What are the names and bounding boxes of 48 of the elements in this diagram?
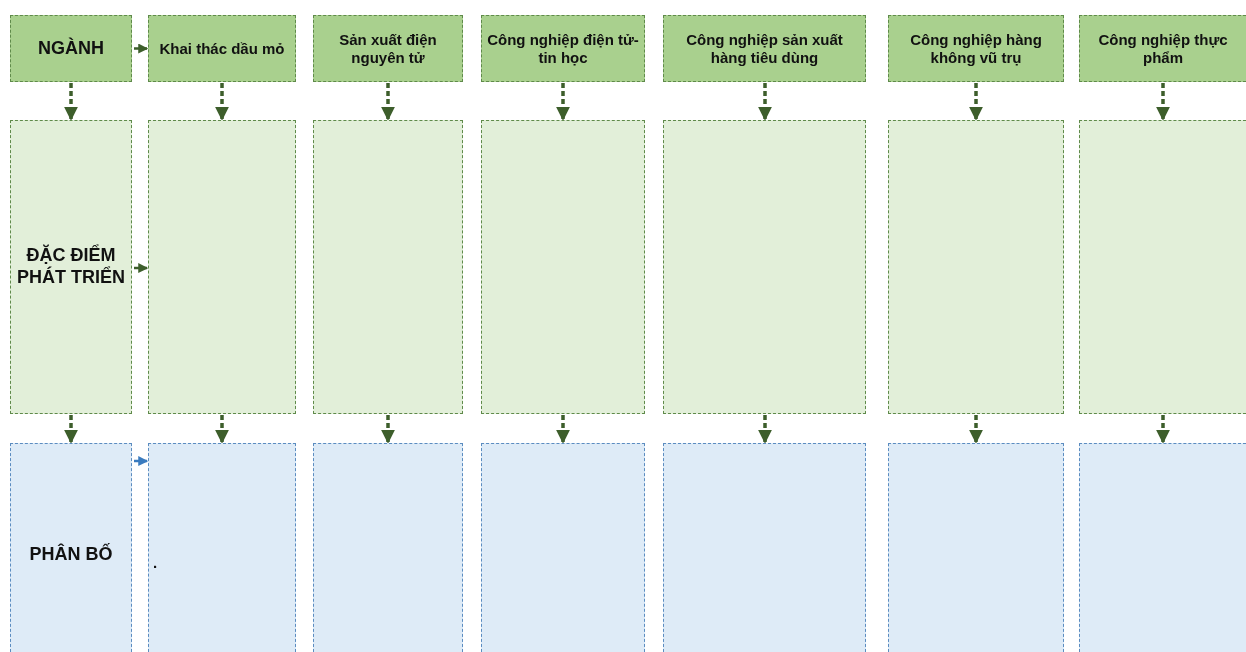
header-box [663, 15, 866, 82]
label-text: Khai thác dầu mỏ [158, 39, 286, 58]
header-box [10, 15, 132, 82]
arrow [1156, 83, 1170, 121]
feature-box [313, 120, 463, 414]
arrow [381, 415, 395, 444]
label-text: Công nghiệp điện tử-tin học [486, 30, 640, 67]
label-text: Công nghiệp hàng không vũ trụ [909, 30, 1043, 67]
header-box [481, 15, 645, 82]
feature-box [1079, 120, 1246, 414]
distribution-box [888, 443, 1064, 652]
distribution-box [148, 443, 296, 652]
feature-box [148, 120, 296, 414]
label-text: . [152, 554, 159, 572]
arrow [215, 415, 229, 444]
arrow [969, 83, 983, 121]
feature-box [10, 120, 132, 414]
distribution-box [1079, 443, 1246, 652]
header-box [148, 15, 296, 82]
feature-box [481, 120, 645, 414]
arrow [556, 83, 570, 121]
header-box [313, 15, 463, 82]
distribution-box [313, 443, 463, 652]
arrow [758, 415, 772, 444]
arrow [64, 83, 78, 121]
label-text: NGÀNH [37, 37, 105, 60]
distribution-box [663, 443, 866, 652]
header-box [1079, 15, 1246, 82]
arrow [134, 43, 149, 54]
arrow [215, 83, 229, 121]
arrow [1156, 415, 1170, 444]
arrow [134, 456, 149, 466]
arrow [64, 415, 78, 444]
arrow [134, 263, 149, 273]
label-text: Công nghiệp thực phẩm [1097, 30, 1229, 67]
header-box [888, 15, 1064, 82]
feature-box [888, 120, 1064, 414]
feature-box [663, 120, 866, 414]
label-text: PHÂN BỐ [28, 544, 114, 566]
label-text: ĐẶC ĐIỂM PHÁT TRIỂN [16, 245, 126, 289]
arrow [381, 83, 395, 121]
arrow [758, 83, 772, 121]
distribution-box [481, 443, 645, 652]
label-text: Công nghiệp sản xuất hàng tiêu dùng [685, 30, 844, 67]
distribution-box [10, 443, 132, 652]
label-text: Sản xuất điện nguyên tử [338, 30, 438, 67]
arrow [556, 415, 570, 444]
arrow [969, 415, 983, 444]
